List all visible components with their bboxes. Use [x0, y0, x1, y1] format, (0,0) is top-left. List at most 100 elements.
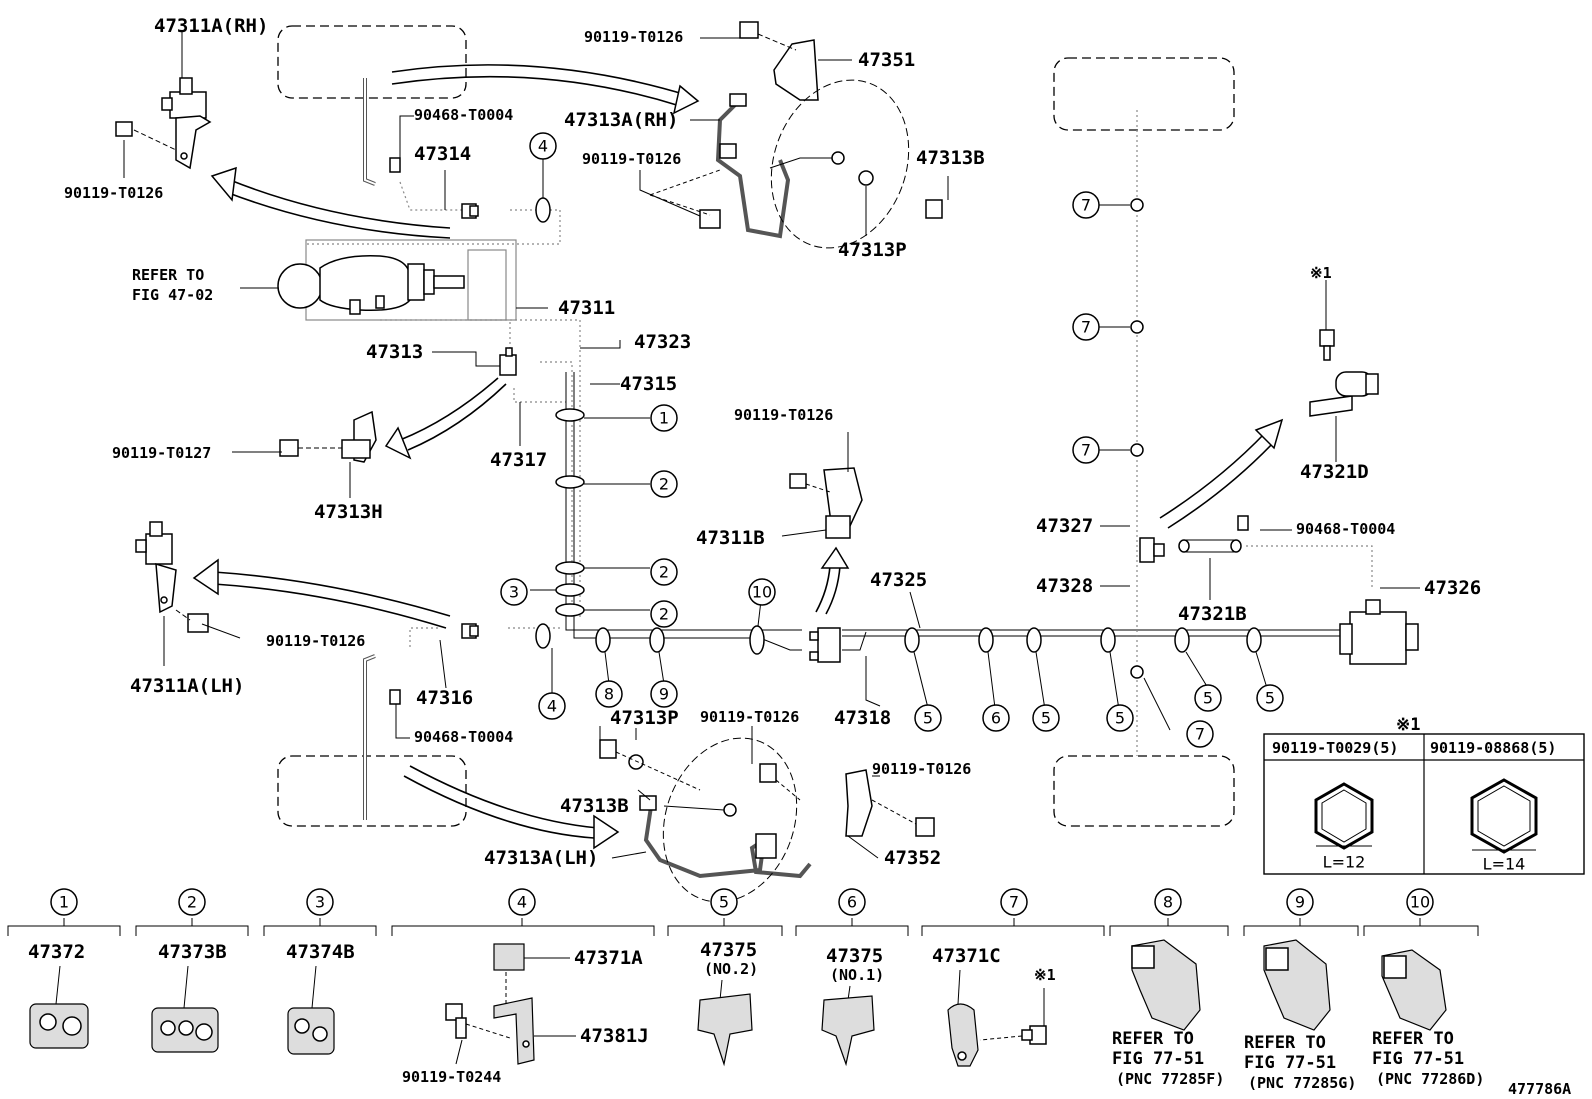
callout-9: 9: [650, 680, 678, 708]
label-47316: 47316: [416, 687, 473, 709]
diagram-id: 477786A: [1508, 1080, 1571, 1098]
legend-item-7: 7 47371C ※1: [932, 888, 1056, 1067]
label-90119-t0127: 90119-T0127: [112, 444, 211, 462]
legend-item-8: 8 REFER TO FIG 77-51 (PNC 77285F): [1112, 888, 1224, 1088]
legend-part-47371c: 47371C: [932, 945, 1001, 967]
label-47313a-lh: 47313A(LH): [484, 847, 598, 869]
reference-box-bottom-left: [277, 755, 467, 827]
label-47326: 47326: [1424, 577, 1481, 599]
legend-ref1-9: REFER TO: [1244, 1033, 1326, 1053]
svg-text:3: 3: [315, 893, 325, 912]
label-90119-t0126-lh: 90119-T0126: [266, 632, 365, 650]
label-fig-47-02: FIG 47-02: [132, 286, 213, 304]
label-47315: 47315: [620, 373, 677, 395]
legend-item-4: 4 47371A 47381J 90119-T0244: [402, 888, 649, 1086]
clamp-legend: 1 47372 2 47373B 3 47374B 4 47371A: [7, 888, 1484, 1092]
reference-box-top-left: [277, 25, 467, 99]
fittings: [389, 157, 1419, 705]
callout-4: 4: [538, 692, 566, 720]
label-90119-t0126-top: 90119-T0126: [584, 28, 683, 46]
note-col1-dim: L=12: [1323, 853, 1366, 872]
label-47313p-bot: 47313P: [610, 707, 679, 729]
svg-text:10: 10: [1410, 893, 1430, 912]
legend-item-2: 2 47373B: [151, 888, 227, 1053]
svg-text:4: 4: [517, 893, 527, 912]
callout-7: 7: [1072, 191, 1100, 219]
bolt-note-table: ※1 90119-T0029(5) 90119-08868(5) L=12 L=…: [1263, 715, 1585, 875]
svg-text:5: 5: [1115, 709, 1125, 728]
legend-ref3-8: (PNC 77285F): [1116, 1070, 1224, 1088]
label-90119-t0126-mid: 90119-T0126: [582, 150, 681, 168]
label-47311b: 47311B: [696, 527, 765, 549]
svg-text:9: 9: [659, 685, 669, 704]
callout-6: 6: [982, 704, 1010, 732]
legend-mark-x1: ※1: [1034, 966, 1056, 984]
legend-part-47373b: 47373B: [158, 941, 227, 963]
svg-text:2: 2: [659, 563, 669, 582]
legend-sub-no1: (NO.1): [830, 966, 884, 984]
legend-part-47381j: 47381J: [580, 1025, 649, 1047]
legend-item-10: 10 REFER TO FIG 77-51 (PNC 77286D): [1372, 888, 1484, 1088]
label-47352: 47352: [884, 847, 941, 869]
brake-valve-47326: [1339, 599, 1419, 665]
reference-box-bottom-right: [1053, 755, 1235, 827]
bracket-47311a-rh: [115, 77, 212, 170]
hose-47313a-rh: [649, 79, 943, 249]
legend-part-47375-no2: 47375: [700, 939, 757, 961]
svg-text:7: 7: [1081, 441, 1091, 460]
legend-ref1-8: REFER TO: [1112, 1029, 1194, 1049]
label-47313: 47313: [366, 341, 423, 363]
label-47313p-top: 47313P: [838, 239, 907, 261]
pipe-clamps: [535, 197, 1262, 679]
label-47321b: 47321B: [1178, 603, 1247, 625]
bracket-47313h: [279, 410, 377, 463]
legend-bolt-90119-t0244: 90119-T0244: [402, 1068, 501, 1086]
bracket-47351: [739, 21, 819, 101]
label-47327: 47327: [1036, 515, 1093, 537]
label-90468-t0004-top: 90468-T0004: [414, 106, 513, 124]
callout-7: 7: [1072, 436, 1100, 464]
callout-5: 5: [1194, 684, 1222, 712]
note-table-title: ※1: [1396, 715, 1420, 735]
bracket-47321d: [1309, 329, 1379, 417]
svg-text:3: 3: [509, 583, 519, 602]
svg-text:9: 9: [1295, 893, 1305, 912]
svg-text:1: 1: [59, 893, 69, 912]
callout-circles: 1 2 2 3 2 4 4 8 9 10 5 6 5 5 5 5 7 7 7 7: [500, 132, 1284, 748]
label-47313b-top: 47313B: [916, 147, 985, 169]
svg-text:5: 5: [1041, 709, 1051, 728]
label-90119-t0126-c: 90119-T0126: [734, 406, 833, 424]
svg-text:7: 7: [1009, 893, 1019, 912]
callout-5: 5: [1256, 684, 1284, 712]
callout-1: 1: [650, 404, 678, 432]
callout-10: 10: [748, 578, 776, 606]
legend-part-47371a: 47371A: [574, 947, 643, 969]
hex-bolt-icon: [1470, 778, 1538, 854]
callout-5: 5: [1106, 704, 1134, 732]
flow-arrows: [192, 64, 1284, 850]
note-col1-part: 90119-T0029(5): [1272, 739, 1398, 757]
legend-item-1: 1 47372: [28, 888, 89, 1049]
legend-item-9: 9 REFER TO FIG 77-51 (PNC 77285G): [1244, 888, 1356, 1092]
svg-text:2: 2: [187, 893, 197, 912]
svg-text:5: 5: [1265, 689, 1275, 708]
note-col2-dim: L=14: [1483, 855, 1526, 874]
callout-3: 3: [500, 578, 528, 606]
legend-part-47375-no1: 47375: [826, 945, 883, 967]
svg-text:10: 10: [752, 583, 772, 602]
label-90468-t0004-bot: 90468-T0004: [414, 728, 513, 746]
legend-ref2-9: FIG 77-51: [1244, 1053, 1336, 1073]
legend-part-47372: 47372: [28, 941, 85, 963]
svg-text:7: 7: [1081, 196, 1091, 215]
label-47314: 47314: [414, 143, 471, 165]
label-note-x1: ※1: [1310, 264, 1332, 282]
note-col2-part: 90119-08868(5): [1430, 739, 1556, 757]
label-47311a-lh: 47311A(LH): [130, 675, 244, 697]
label-refer-to-47: REFER TO: [132, 266, 204, 284]
label-47313h: 47313H: [314, 501, 383, 523]
svg-text:2: 2: [659, 605, 669, 624]
brake-pipes: [306, 78, 1373, 820]
master-cylinder: [277, 239, 517, 321]
callout-8: 8: [595, 680, 623, 708]
label-47351: 47351: [858, 49, 915, 71]
